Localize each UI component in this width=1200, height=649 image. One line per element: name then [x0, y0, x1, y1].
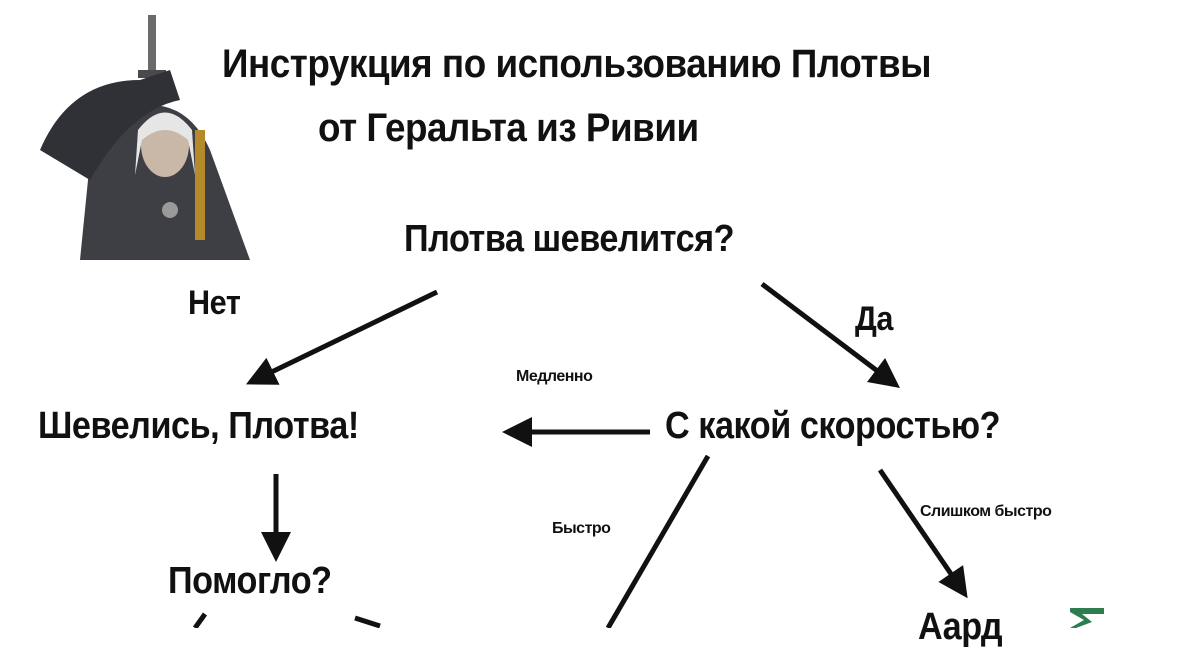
node-helped: Помогло?: [168, 560, 332, 602]
edge-label-no: Нет: [188, 284, 241, 322]
edge-label-fast: Быстро: [552, 520, 611, 537]
arrow-helped-left: [192, 612, 208, 628]
arrow-no: [245, 289, 439, 385]
title-line-2: от Геральта из Ривии: [318, 106, 699, 150]
node-move: Шевелись, Плотва!: [38, 405, 359, 447]
arrow-yes: [760, 282, 900, 389]
edge-label-yes: Да: [855, 300, 893, 338]
arrow-fast: [605, 454, 711, 628]
edge-label-slow: Медленно: [516, 368, 593, 385]
node-start: Плотва шевелится?: [404, 218, 735, 260]
geralt-illustration: [40, 15, 250, 260]
arrow-too-fast: [877, 468, 968, 599]
title-line-1: Инструкция по использованию Плотвы: [222, 42, 932, 86]
node-speed: С какой скоростью?: [665, 405, 1001, 447]
sign-logo: [1070, 608, 1104, 628]
flow-arrows: [192, 282, 968, 628]
edge-label-too-fast: Слишком быстро: [920, 503, 1052, 520]
arrow-helped-right: [354, 615, 381, 628]
